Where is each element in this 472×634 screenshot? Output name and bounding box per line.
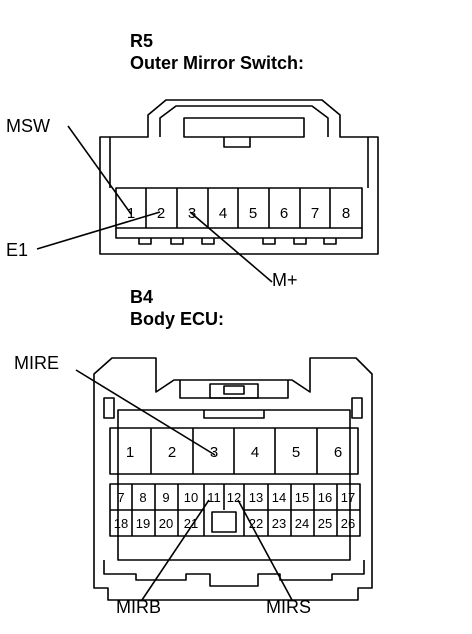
connector-b4-housing xyxy=(93,357,373,601)
b4-pin-labels-bot: 18 19 20 21 22 23 24 25 26 xyxy=(114,516,355,531)
leader-msw xyxy=(67,125,132,215)
leader-mirs xyxy=(237,499,293,601)
b4-pin: 18 xyxy=(114,516,128,531)
b4-pin: 20 xyxy=(159,516,173,531)
b4-pin: 26 xyxy=(341,516,355,531)
b4-pin: 22 xyxy=(249,516,263,531)
r5-pin: 5 xyxy=(249,205,257,222)
b4-pin: 13 xyxy=(249,490,263,505)
b4-pin: 17 xyxy=(341,490,355,505)
b4-pin: 23 xyxy=(272,516,286,531)
leader-m-plus xyxy=(189,211,273,283)
b4-pin: 15 xyxy=(295,490,309,505)
callout-mirs: MIRS xyxy=(266,597,311,617)
connector-r5-name: Outer Mirror Switch: xyxy=(130,53,305,73)
callout-mire: MIRE xyxy=(14,353,59,373)
b4-pin-labels-mid: 7 8 9 10 11 12 13 14 15 16 17 xyxy=(117,490,355,505)
callout-m-plus: M+ xyxy=(272,270,298,290)
b4-pin: 16 xyxy=(318,490,332,505)
b4-pin: 21 xyxy=(184,516,198,531)
b4-pin-labels-top: 1 2 3 4 5 6 xyxy=(126,444,342,461)
b4-pin: 24 xyxy=(295,516,309,531)
callout-mirb: MIRB xyxy=(116,597,161,617)
b4-pin: 7 xyxy=(117,490,124,505)
connector-b4-id: B4 xyxy=(130,287,154,307)
b4-pin: 19 xyxy=(136,516,150,531)
r5-pin: 3 xyxy=(188,205,196,222)
b4-pin: 12 xyxy=(227,490,241,505)
b4-pin: 6 xyxy=(334,444,342,461)
b4-pin: 11 xyxy=(207,490,221,505)
r5-pin: 1 xyxy=(127,205,135,222)
b4-pin: 3 xyxy=(210,444,218,461)
connector-r5-id: R5 xyxy=(130,31,154,51)
connector-b4-name: Body ECU: xyxy=(130,309,224,329)
b4-pin: 9 xyxy=(162,490,169,505)
r5-pin: 6 xyxy=(280,205,288,222)
b4-pin: 10 xyxy=(184,490,198,505)
r5-pin: 8 xyxy=(342,205,350,222)
b4-pin: 5 xyxy=(292,444,300,461)
r5-pin: 7 xyxy=(311,205,319,222)
r5-pin: 2 xyxy=(157,205,165,222)
b4-pin: 2 xyxy=(168,444,176,461)
r5-pin-labels: 1 2 3 4 5 6 7 8 xyxy=(127,205,350,222)
b4-pin: 25 xyxy=(318,516,332,531)
leader-mire xyxy=(75,369,216,456)
leader-e1 xyxy=(36,211,161,250)
leader-mirb xyxy=(141,499,210,601)
b4-pin: 4 xyxy=(251,444,259,461)
callout-e1: E1 xyxy=(6,240,29,260)
b4-pin: 1 xyxy=(126,444,134,461)
r5-pin: 4 xyxy=(219,205,227,222)
b4-pin: 14 xyxy=(272,490,286,505)
connector-r5-housing xyxy=(99,99,379,255)
b4-pin: 8 xyxy=(139,490,146,505)
callout-msw: MSW xyxy=(6,116,50,136)
